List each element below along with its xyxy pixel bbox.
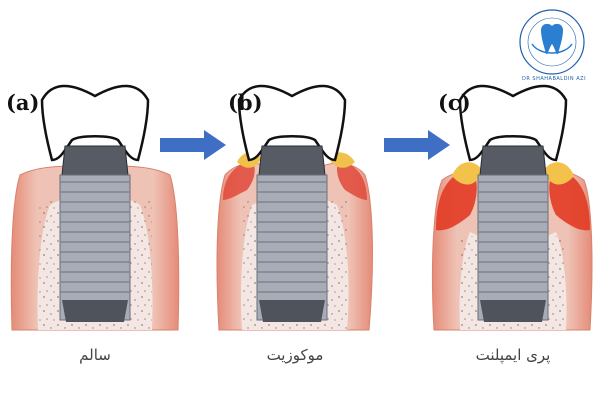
abutment xyxy=(479,145,547,176)
implant-body xyxy=(59,174,131,321)
abutment xyxy=(61,145,129,176)
inflamed-edge-right xyxy=(337,160,367,200)
arrow-1 xyxy=(160,130,226,160)
abutment xyxy=(258,145,326,176)
crown xyxy=(40,84,150,162)
arrow-2 xyxy=(384,130,450,160)
panel-a xyxy=(10,84,180,331)
caption-peri-implantitis: پری ایمپلنت xyxy=(475,346,551,364)
implant-threads xyxy=(60,181,130,293)
caption-mucositis: موکوزیت xyxy=(266,346,324,364)
caption-healthy: سالم xyxy=(79,346,111,364)
implant-apex xyxy=(480,300,546,322)
implant-body xyxy=(256,174,328,321)
implant-body xyxy=(477,174,549,321)
implant-threads xyxy=(257,181,327,293)
plaque-left xyxy=(452,162,482,185)
inflamed-edge-left xyxy=(223,160,255,200)
implant-apex xyxy=(62,300,128,322)
panel-letter-b: (b) xyxy=(228,90,263,115)
tooth-icon xyxy=(541,23,563,55)
crown xyxy=(458,84,568,162)
crown xyxy=(237,84,347,162)
panel-letter-c: (c) xyxy=(438,90,471,115)
panel-b xyxy=(216,84,373,331)
logo-text: DR SHAHABALDIN AZIZI · MAXILLOFACIAL SUR… xyxy=(522,76,586,82)
panel-letter-a: (a) xyxy=(6,90,40,115)
logo-swoosh xyxy=(531,43,573,54)
panel-c xyxy=(431,84,593,331)
clinic-logo xyxy=(519,9,585,75)
plaque-right xyxy=(544,162,574,185)
implant-threads xyxy=(478,181,548,293)
implant-apex xyxy=(259,300,325,322)
